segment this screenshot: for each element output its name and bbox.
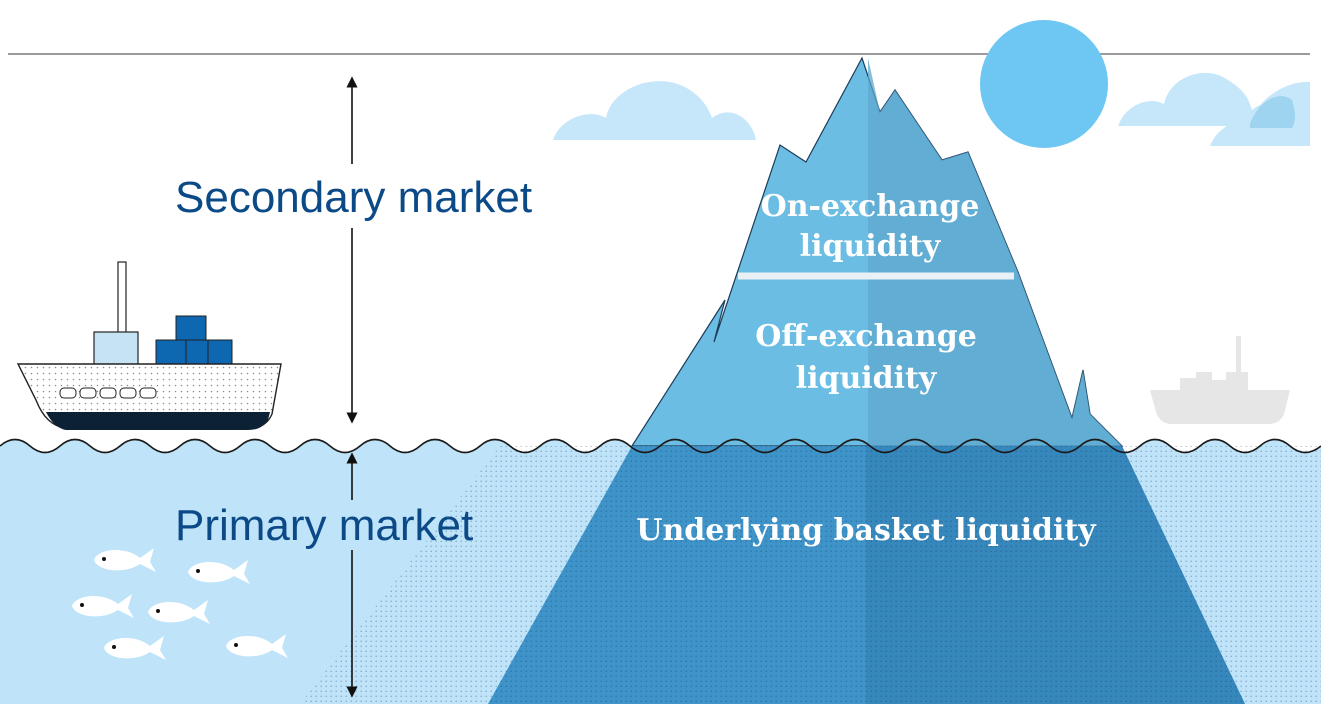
waterline: [0, 438, 1321, 454]
cloud-icon: [553, 81, 756, 140]
fish-icon: [104, 636, 166, 660]
cargo-ship-icon: [16, 261, 282, 430]
fish-icon: [94, 548, 156, 572]
iceberg-tip: [630, 56, 1124, 447]
underlying-basket-label: Underlying basket liquidity: [636, 513, 1097, 548]
fish-icon: [188, 560, 250, 584]
iceberg-underwater: [488, 446, 1245, 704]
sun-icon: [980, 20, 1108, 148]
fish-icon: [72, 594, 134, 618]
cloud-icon: [1118, 72, 1310, 146]
off-exchange-label-line1: Off-exchange: [755, 319, 977, 354]
cargo-ship-faded-icon: [1150, 336, 1290, 424]
secondary-market-label: Secondary market: [175, 173, 532, 222]
on-exchange-label-line2: liquidity: [800, 229, 942, 264]
fish-icon: [148, 600, 210, 624]
fish-icon: [226, 634, 288, 658]
fish-school: [72, 548, 288, 660]
off-exchange-label-line2: liquidity: [796, 361, 938, 396]
primary-market-label: Primary market: [175, 501, 473, 550]
on-exchange-label-line1: On-exchange: [761, 189, 980, 224]
